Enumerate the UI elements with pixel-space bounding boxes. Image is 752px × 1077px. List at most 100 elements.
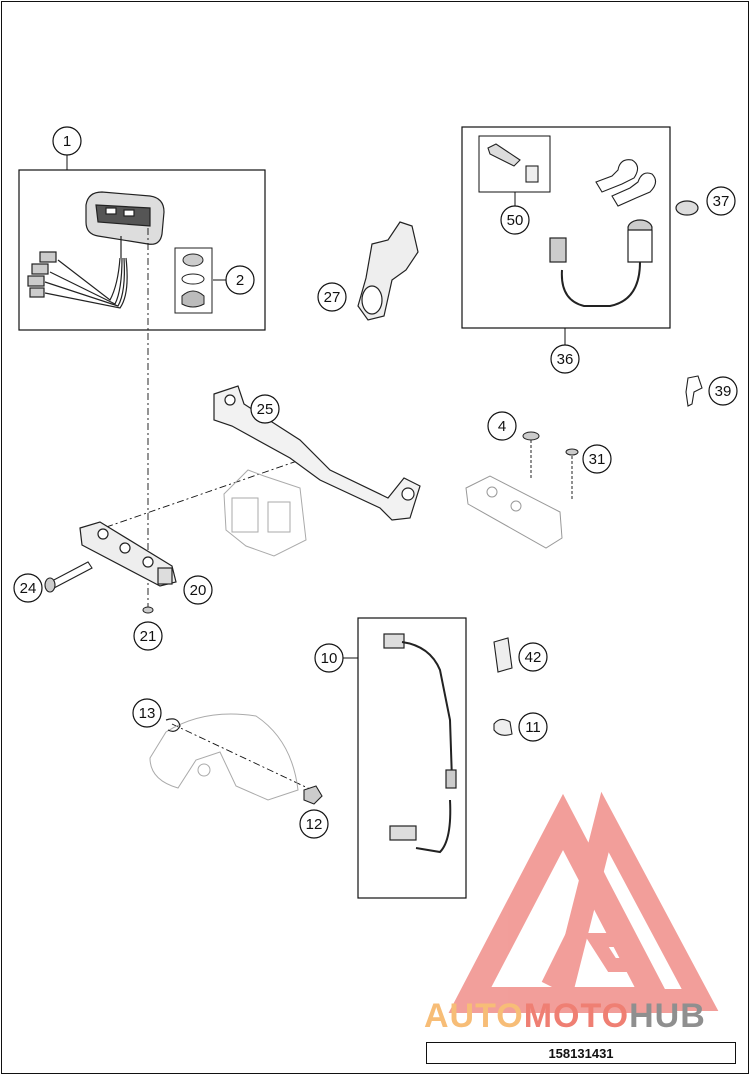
brake-disc-outline [149, 713, 299, 801]
cable-top-connector [383, 633, 405, 649]
background-housing [223, 469, 307, 557]
brand-part-auto: AUTO [424, 997, 524, 1035]
holder-hole-a [97, 528, 109, 540]
housing-outline [223, 469, 307, 557]
right-holder-hole-b [510, 500, 522, 512]
clip-11 [493, 718, 513, 736]
callout-21-circle [133, 621, 163, 651]
part2-cap [182, 253, 204, 267]
right-holder-hole-a [486, 486, 498, 498]
instrument-wire-4 [44, 257, 128, 309]
callout-12-label: 12 [306, 816, 323, 833]
callout-50-circle [500, 205, 530, 235]
callout-13-circle [132, 698, 162, 728]
callout-25-circle [250, 394, 280, 424]
callout-50-label: 50 [507, 212, 524, 229]
bracket-25 [213, 385, 421, 521]
callout-13: 13 [132, 698, 162, 728]
background-holder-right [465, 475, 563, 549]
holder-hole-b [119, 542, 131, 554]
cable-lower-run [415, 799, 452, 854]
instrument-face [95, 204, 151, 227]
part2-set-box [174, 247, 213, 314]
bracket-25-bar [213, 385, 421, 521]
instrument-wire-2 [49, 257, 123, 305]
bolt-24-head [44, 577, 56, 593]
callout-39-circle [708, 376, 738, 406]
instrument-wire-1 [57, 257, 121, 301]
group-box-instrument [18, 169, 266, 331]
washer-37 [675, 200, 699, 216]
housing-block-2 [267, 501, 291, 533]
sensor-cable [383, 633, 457, 854]
screw-21 [142, 606, 154, 614]
callout-20-circle [183, 575, 213, 605]
callout-10-label: 10 [321, 650, 338, 667]
part2-oring [181, 273, 205, 285]
cable-upper-run [401, 641, 453, 781]
callout-25: 25 [250, 394, 280, 424]
callout-37: 37 [706, 186, 736, 216]
callout-21: 21 [133, 621, 163, 651]
callout-27: 27 [317, 282, 347, 312]
ignition-switch [549, 219, 653, 307]
lock-cylinder-key [525, 165, 539, 183]
holder-27-ring [361, 285, 383, 315]
bolt-24 [44, 561, 93, 593]
brake-disc-hole [197, 763, 211, 777]
watermark-brand-text: AUTO MOTO HUB [424, 996, 748, 1036]
callout-21-label: 21 [140, 628, 157, 645]
callout-11-circle [518, 712, 548, 742]
bracket-25-hole-left [224, 394, 236, 406]
housing-block [231, 497, 259, 533]
lock-cylinder-50 [487, 143, 539, 183]
callout-37-circle [706, 186, 736, 216]
connector-3 [27, 275, 45, 287]
part2-nut [181, 290, 205, 308]
callout-24: 24 [13, 573, 43, 603]
callout-11-label: 11 [525, 719, 541, 736]
instrument-holder [79, 521, 177, 587]
group-box-ignition [461, 126, 671, 329]
key-1 [595, 159, 639, 193]
pin-31-head [565, 448, 579, 456]
connector-2 [31, 263, 49, 275]
callout-37-label: 37 [713, 193, 730, 210]
background-brake-disc [149, 713, 299, 801]
connector-1 [39, 251, 57, 263]
cable-mid-connector [445, 769, 457, 789]
holder-hole-c [142, 556, 154, 568]
callout-25-label: 25 [257, 401, 274, 418]
cap-and-oring-set [174, 247, 213, 314]
callout-36: 36 [550, 344, 580, 374]
callout-13-label: 13 [139, 705, 156, 722]
watermark-logo [448, 791, 719, 1013]
callout-31-circle [582, 444, 612, 474]
callout-20: 20 [183, 575, 213, 605]
callout-2: 2 [225, 265, 255, 295]
callout-31-label: 31 [589, 451, 606, 468]
axis-holder-bracket [91, 459, 301, 533]
callout-42: 42 [518, 642, 548, 672]
axis-lines [91, 228, 313, 791]
keys-pair [595, 159, 657, 207]
key-2 [611, 172, 657, 207]
callout-24-circle [13, 573, 43, 603]
switch-body [627, 229, 653, 263]
callout-36-label: 36 [557, 351, 574, 368]
callout-20-label: 20 [190, 582, 207, 599]
callout-27-label: 27 [324, 289, 341, 306]
connector-4 [29, 287, 45, 298]
callout-2-circle [225, 265, 255, 295]
bracket-25-hole-right [401, 487, 415, 501]
callout-11: 11 [518, 712, 548, 742]
pin-31 [565, 448, 579, 500]
callout-42-label: 42 [525, 649, 542, 666]
callout-50: 50 [500, 205, 530, 235]
callout-12: 12 [299, 809, 329, 839]
switch-connector [549, 237, 567, 263]
instrument-button-a [105, 207, 117, 215]
callout-31: 31 [582, 444, 612, 474]
